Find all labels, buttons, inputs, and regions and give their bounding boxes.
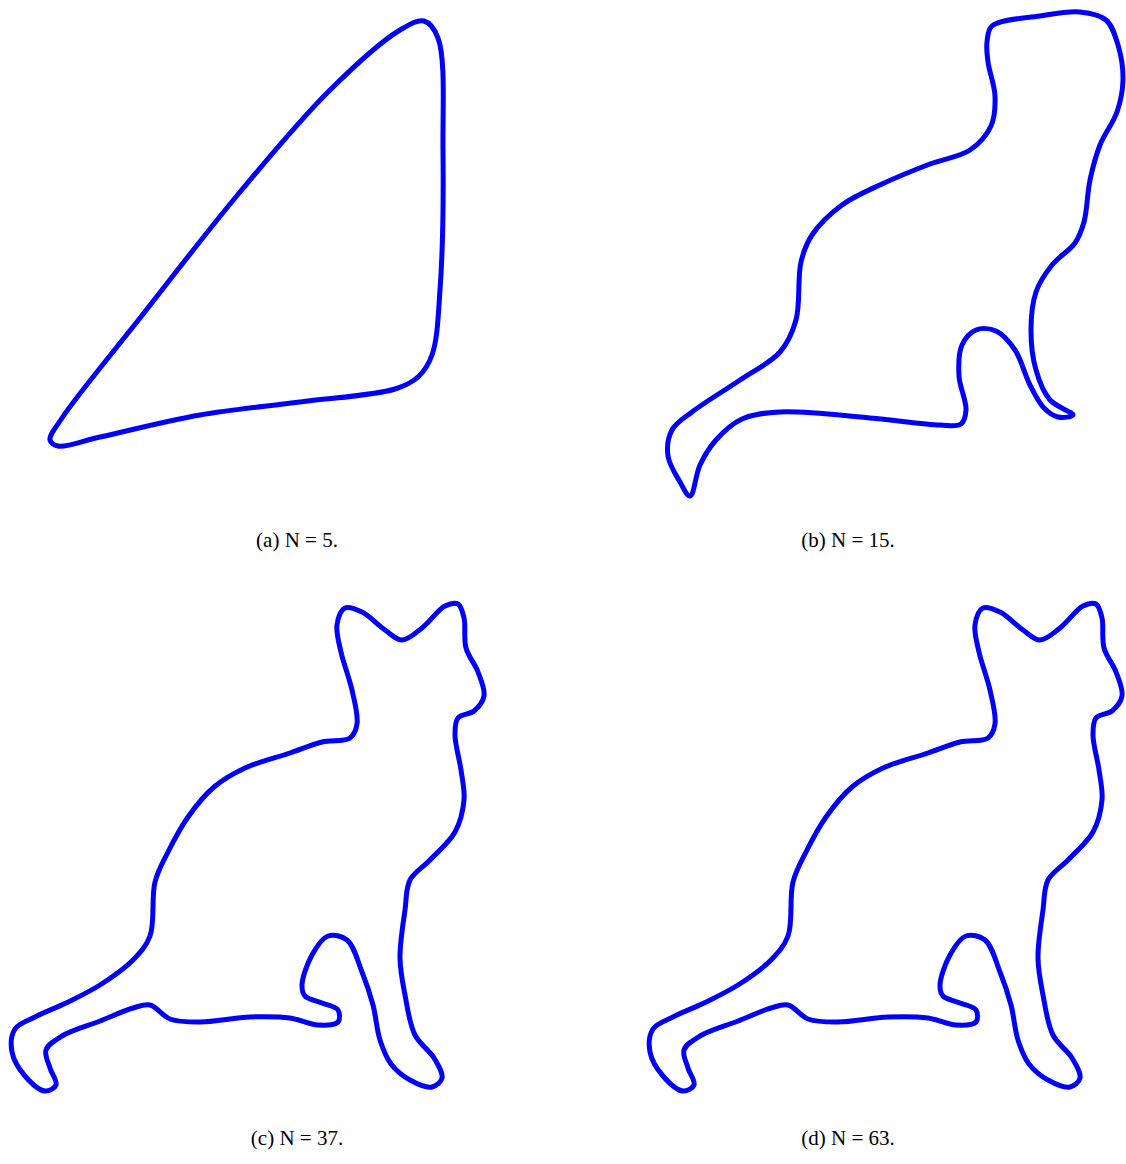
subfigure-caption: (d) N = 63. bbox=[801, 1126, 895, 1151]
curve-path bbox=[50, 21, 443, 447]
fourier-curve bbox=[50, 21, 443, 447]
curve-path bbox=[11, 603, 484, 1091]
fourier-curve bbox=[668, 12, 1123, 496]
curve-path bbox=[668, 12, 1123, 496]
fourier-curve bbox=[11, 603, 484, 1091]
subfigure-caption: (b) N = 15. bbox=[801, 528, 895, 553]
curve-path bbox=[649, 603, 1122, 1091]
subfigure-caption: (a) N = 5. bbox=[256, 528, 338, 553]
fourier-curve bbox=[649, 603, 1122, 1091]
subfigure-caption: (c) N = 37. bbox=[251, 1126, 343, 1151]
